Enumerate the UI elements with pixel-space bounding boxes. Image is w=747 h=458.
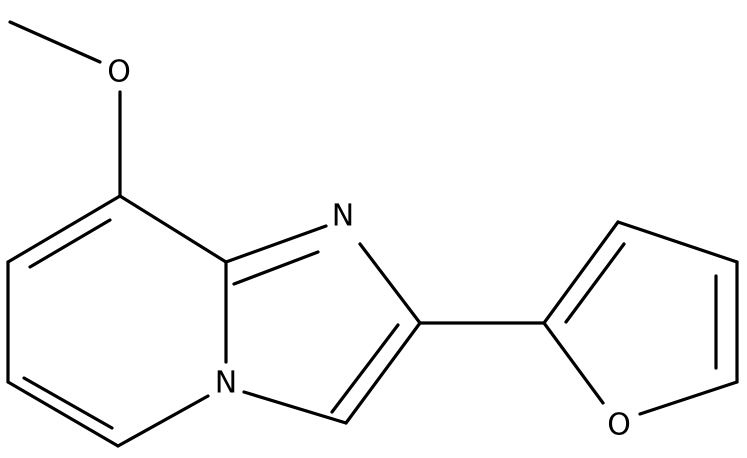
n1-c2-bond	[358, 242, 422, 325]
furan-c3-c4-bond	[616, 220, 739, 264]
furan-o-c2-bond	[542, 321, 605, 405]
c5-n4-bond	[116, 394, 210, 448]
c8a-n1-inner-bond	[232, 250, 320, 286]
bridgehead-nitrogen-label: N	[215, 366, 237, 401]
methoxy-oxygen-label: O	[107, 55, 131, 90]
furan-c2-c3-bond	[542, 220, 620, 325]
c6-c5-inner-bond	[22, 376, 114, 430]
furan-c2-c3-inner-bond	[564, 242, 626, 324]
c8-c7-bond	[6, 194, 122, 264]
c8a-c8-bond	[118, 194, 228, 264]
furan-c5-o-bond	[638, 380, 739, 416]
furan-oxygen-label: O	[607, 408, 631, 443]
c3-n4-bond	[242, 390, 348, 425]
c8-c7-inner-bond	[28, 218, 112, 269]
c6-c5-bond	[6, 380, 120, 448]
c2-c3-inner-bond	[330, 323, 400, 414]
methyl-o-bond	[8, 20, 102, 64]
c2-c3-bond	[344, 321, 422, 425]
c8a-n1-bond	[224, 224, 328, 264]
imine-nitrogen-label: N	[332, 199, 354, 234]
